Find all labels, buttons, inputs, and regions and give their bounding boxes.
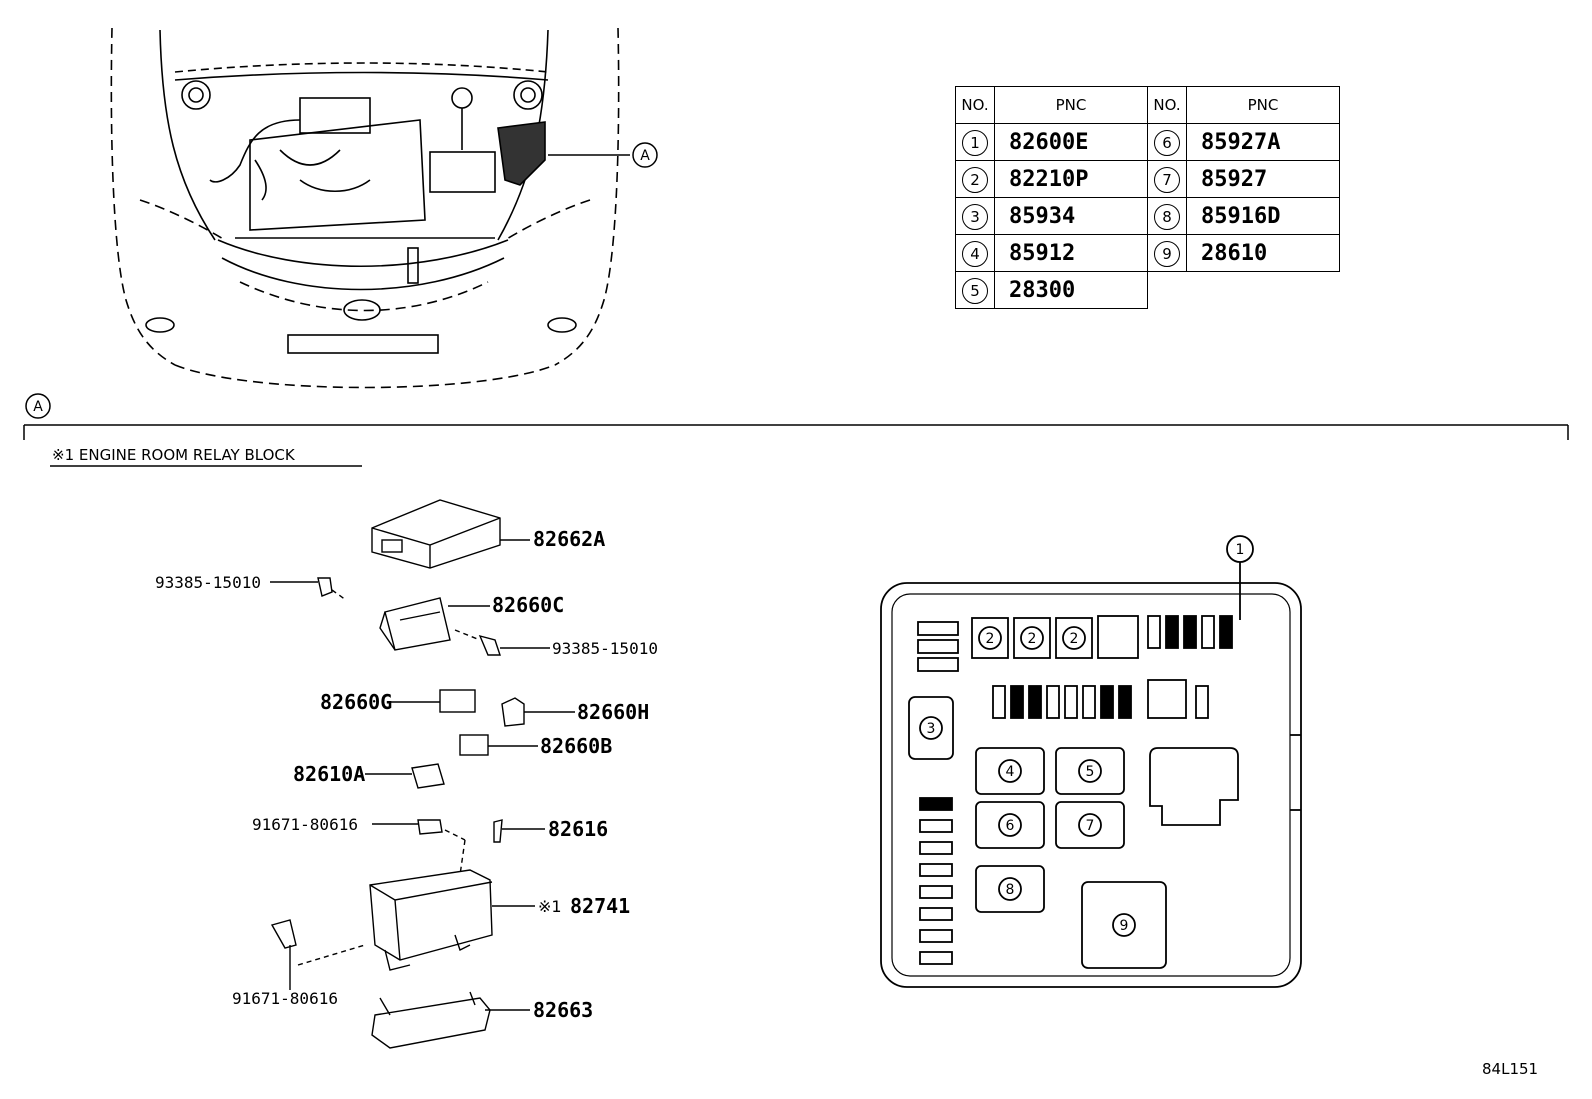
pnc-cell: 85927 [1186, 160, 1340, 198]
part-label-conn-h: 82660H [577, 700, 649, 724]
header-no-2: NO. [1147, 86, 1187, 124]
strut-right [513, 80, 543, 110]
table-row: 3 85934 8 85916D [955, 197, 1340, 235]
row-number: 8 [1154, 203, 1180, 230]
row-number: 6 [1154, 129, 1180, 156]
table-row: 5 28300 [955, 271, 1340, 309]
fender-left [139, 199, 226, 241]
part-label-conn-b: 82660B [540, 734, 612, 758]
fender-right [504, 199, 591, 241]
part-label-screw-2: 91671-80616 [232, 989, 338, 1008]
table-header-row: NO. PNC NO. PNC [955, 86, 1340, 124]
pnc-cell: 82600E [994, 123, 1148, 161]
conn-a-drawing [411, 763, 445, 789]
lower-cover-drawing [371, 997, 491, 1049]
empty-cell [1148, 272, 1187, 309]
part-label-cover: 82662A [533, 527, 605, 551]
pnc-cell: 28300 [994, 271, 1148, 309]
screw-drawing-2 [270, 919, 297, 949]
callout-a-label: A [640, 148, 650, 164]
body-outline-right [554, 27, 620, 366]
relay-block-drawing [369, 869, 493, 961]
part-label-conn-g: 82660G [320, 690, 392, 714]
air-cleaner [299, 97, 371, 134]
layout-num-9: 9 [1120, 918, 1129, 934]
layout-outer [880, 582, 1302, 988]
foglight-right [547, 317, 577, 333]
emblem [343, 299, 381, 321]
bumper-outline [174, 364, 556, 389]
layout-num-4: 4 [1006, 764, 1015, 780]
pnc-cell: 85912 [994, 234, 1148, 272]
row-number: 2 [962, 166, 988, 193]
pnc-cell: 85934 [994, 197, 1148, 235]
intake-hose [209, 119, 301, 183]
layout-inner [891, 593, 1291, 977]
part-label-block: 82741 [570, 894, 630, 918]
part-label-lower-cover: 82663 [533, 998, 593, 1022]
layout-num-1: 1 [1236, 542, 1245, 558]
plate [287, 334, 439, 354]
table-row: 4 85912 9 28610 [955, 234, 1340, 272]
grille-top [217, 239, 509, 268]
conn-h-drawing [501, 697, 525, 727]
section-title: ※1 ENGINE ROOM RELAY BLOCK [52, 446, 296, 464]
table-row: 2 82210P 7 85927 [955, 160, 1340, 198]
battery [429, 151, 496, 193]
pnc-table: NO. PNC NO. PNC 1 82600E 6 85927A 2 8221… [955, 86, 1340, 309]
part-label-block-mark: ※1 [538, 897, 562, 916]
relay-block-location [497, 121, 546, 186]
row-number: 4 [962, 240, 988, 267]
part-label-bolt-1: 93385-15010 [155, 573, 261, 592]
screw-drawing-1 [417, 819, 443, 835]
layout-num-2a: 2 [986, 631, 995, 647]
grille-mid [221, 257, 505, 291]
row-number: 5 [962, 277, 988, 304]
foglight-left [145, 317, 175, 333]
row-number: 3 [962, 203, 988, 230]
layout-num-7: 7 [1086, 818, 1095, 834]
part-label-bracket: 82660C [492, 593, 564, 617]
conn-b-drawing [459, 734, 489, 756]
hood-edge-left [159, 29, 216, 241]
conn-g-drawing [439, 689, 476, 713]
callout-a-circle [632, 142, 658, 168]
bracket-drawing [384, 597, 451, 651]
pnc-cell: 85916D [1186, 197, 1340, 235]
empty-cell [1187, 272, 1340, 309]
grille-low [239, 281, 489, 312]
part-label-conn-a: 82610A [293, 762, 365, 786]
part-label-screw-1: 91671-80616 [252, 815, 358, 834]
layout-num-2b: 2 [1028, 631, 1037, 647]
bolt-drawing-1 [317, 577, 333, 597]
strut-left [181, 80, 211, 110]
layout-num-6: 6 [1006, 818, 1015, 834]
row-number: 1 [962, 129, 988, 156]
cowl [174, 62, 549, 73]
layout-num-8: 8 [1006, 882, 1015, 898]
row-number: 9 [1154, 240, 1180, 267]
table-row: 1 82600E 6 85927A [955, 123, 1340, 161]
layout-num-2c: 2 [1070, 631, 1079, 647]
engine-body [249, 119, 426, 231]
pnc-cell: 28610 [1186, 234, 1340, 272]
header-no-1: NO. [955, 86, 995, 124]
cover-drawing [371, 499, 501, 569]
pnc-cell: 85927A [1186, 123, 1340, 161]
part-label-clip: 82616 [548, 817, 608, 841]
body-outline-left [110, 27, 176, 366]
row-number: 7 [1154, 166, 1180, 193]
bolt-drawing-2 [478, 634, 501, 656]
section-a-label: A [33, 399, 43, 415]
header-pnc-1: PNC [994, 86, 1148, 124]
part-label-bolt-2: 93385-15010 [552, 639, 658, 658]
figure-code: 84L151 [1482, 1060, 1538, 1078]
clip-drawing [493, 819, 503, 843]
section-a-circle [25, 393, 51, 419]
pnc-cell: 82210P [994, 160, 1148, 198]
layout-num-5: 5 [1086, 764, 1095, 780]
layout-num-3: 3 [927, 721, 936, 737]
header-pnc-2: PNC [1186, 86, 1340, 124]
